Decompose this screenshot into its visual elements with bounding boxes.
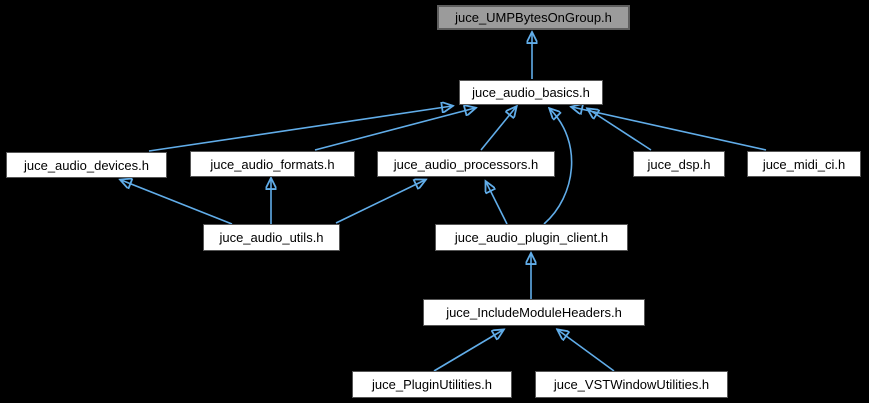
- graph-node-include-module-headers[interactable]: juce_IncludeModuleHeaders.h: [423, 299, 645, 326]
- edge-devices-to-basics: [148, 106, 452, 152]
- graph-node-audio-utils[interactable]: juce_audio_utils.h: [203, 224, 340, 251]
- edge-vst-window-utilities-to-imh: [558, 330, 615, 372]
- edge-processors-to-basics: [480, 107, 516, 151]
- edge-utils-to-processors: [335, 180, 425, 224]
- edge-dsp-to-basics: [588, 109, 652, 151]
- edge-plugin-utilities-to-imh: [433, 330, 503, 372]
- edge-plugin-client-to-processors: [486, 182, 508, 225]
- graph-node-audio-plugin-client[interactable]: juce_audio_plugin_client.h: [435, 224, 628, 251]
- graph-node-dsp[interactable]: juce_dsp.h: [633, 151, 725, 177]
- graph-node-audio-formats[interactable]: juce_audio_formats.h: [190, 151, 355, 177]
- graph-node-ump-bytes-on-group: juce_UMPBytesOnGroup.h: [437, 5, 630, 30]
- edge-midi-ci-to-basics: [572, 107, 767, 151]
- graph-node-audio-basics[interactable]: juce_audio_basics.h: [459, 80, 603, 105]
- edge-plugin-client-to-basics: [543, 109, 573, 225]
- edge-utils-to-devices: [121, 180, 233, 225]
- graph-node-audio-processors[interactable]: juce_audio_processors.h: [377, 151, 555, 177]
- edge-formats-to-basics: [314, 108, 475, 151]
- graph-node-plugin-utilities[interactable]: juce_PluginUtilities.h: [352, 371, 512, 398]
- graph-node-audio-devices[interactable]: juce_audio_devices.h: [6, 152, 167, 178]
- graph-node-vst-window-utilities[interactable]: juce_VSTWindowUtilities.h: [535, 371, 728, 398]
- graph-node-midi-ci[interactable]: juce_midi_ci.h: [747, 151, 861, 177]
